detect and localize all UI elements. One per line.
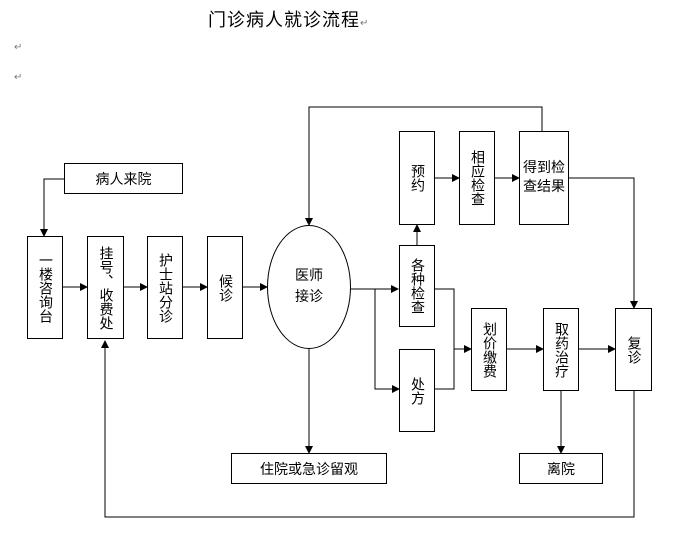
node-registration: 挂号、收费处 xyxy=(87,236,124,339)
node-prescription-label: 处方 xyxy=(409,376,426,405)
node-get-results: 得到检查结果 xyxy=(519,131,569,225)
node-doctor: 医师接诊 xyxy=(267,225,351,349)
paragraph-mark: ↵ xyxy=(14,42,23,53)
arrow-exams-to-payment xyxy=(435,288,472,353)
node-related-exam: 相应检查 xyxy=(459,131,495,225)
node-get-medicine-label: 取药治疗 xyxy=(553,321,570,378)
node-registration-label: 挂号、收费处 xyxy=(97,245,114,330)
node-related-exam-label: 相应检查 xyxy=(469,150,486,206)
node-patient-arrival: 病人来院 xyxy=(64,163,183,194)
node-pricing-payment-label: 划价缴费 xyxy=(481,321,498,378)
node-prescription: 处方 xyxy=(399,349,435,432)
node-appointment: 预约 xyxy=(399,131,435,225)
node-discharge-label: 离院 xyxy=(547,461,575,478)
node-patient-arrival-label: 病人来院 xyxy=(95,171,152,188)
node-nurse-triage: 护士站分诊 xyxy=(147,236,183,339)
node-admission: 住院或急诊留观 xyxy=(231,453,387,484)
node-waiting: 候诊 xyxy=(207,236,243,339)
title-text: 门诊病人就诊流程 xyxy=(208,10,360,31)
paragraph-mark: ↵ xyxy=(14,72,23,83)
node-get-medicine: 取药治疗 xyxy=(543,308,579,391)
arrow-results-to-doctor xyxy=(305,106,543,226)
node-appointment-label: 预约 xyxy=(409,164,426,192)
node-info-desk: 一楼咨询台 xyxy=(27,236,63,339)
node-follow-up: 复诊 xyxy=(615,308,652,391)
node-info-desk-label: 一楼咨询台 xyxy=(37,252,54,323)
arrow-followup-to-registration xyxy=(101,340,635,518)
node-nurse-triage-label: 护士站分诊 xyxy=(157,252,174,323)
arrow-prescription-to-payment xyxy=(435,349,455,390)
node-get-results-label: 得到检查结果 xyxy=(522,160,565,195)
node-follow-up-label: 复诊 xyxy=(625,335,642,364)
node-exams: 各种检查 xyxy=(399,245,435,327)
title-return-mark: ↵ xyxy=(360,18,370,29)
page-title: 门诊病人就诊流程↵ xyxy=(208,6,369,32)
arrow-results-to-followup xyxy=(569,177,638,309)
node-discharge: 离院 xyxy=(519,453,603,484)
node-exams-label: 各种检查 xyxy=(409,258,426,314)
node-admission-label: 住院或急诊留观 xyxy=(260,461,358,478)
arrow-doctor-to-prescription xyxy=(374,289,400,393)
node-waiting-label: 候诊 xyxy=(217,273,234,302)
node-doctor-label: 医师接诊 xyxy=(295,268,323,305)
node-pricing-payment: 划价缴费 xyxy=(471,308,507,391)
arrow-arrival-to-desk xyxy=(40,178,64,237)
